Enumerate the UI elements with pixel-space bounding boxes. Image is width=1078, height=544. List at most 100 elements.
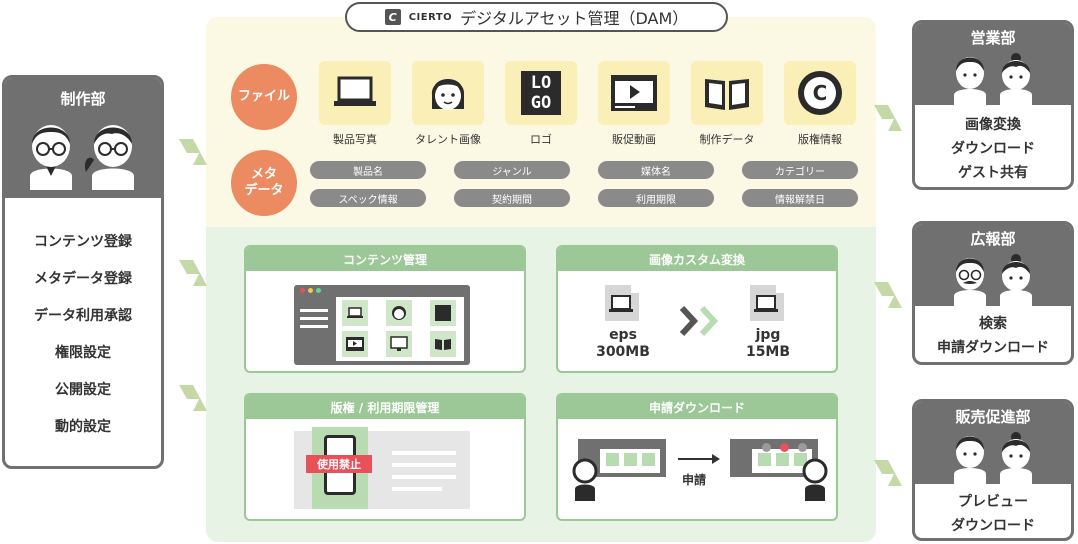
- feature-title: 申請ダウンロード: [558, 395, 836, 419]
- browser-window-illustration: [294, 285, 470, 365]
- dept-avatars: [915, 53, 1071, 105]
- file-label: 版権情報: [798, 133, 842, 146]
- file-tile-talent-image: タレント画像: [411, 61, 485, 147]
- logo-icon-text-1: LO: [530, 73, 552, 93]
- thumb-face-icon: [386, 300, 412, 326]
- source-format: eps: [609, 327, 637, 343]
- file-label: ロゴ: [530, 133, 552, 146]
- lightning-connector-icon: [179, 139, 207, 165]
- book-icon: [705, 79, 749, 110]
- dept-function: ダウンロード: [951, 141, 1035, 157]
- dept-functions: プレビュー ダウンロード: [915, 484, 1071, 538]
- feature-rights-management: 版権 / 利用期限管理 使用禁止: [244, 393, 526, 521]
- dept-function: 申請ダウンロード: [937, 340, 1049, 356]
- file-label: タレント画像: [415, 133, 481, 146]
- cierto-logo-icon: C: [384, 9, 401, 25]
- dept-promotion: 販売促進部 プレビュー ダウンロード: [912, 399, 1074, 541]
- meta-pill: 契約期間: [454, 189, 570, 207]
- brand-name: CIERTO: [408, 11, 453, 23]
- feature-request-download: 申請ダウンロード 申請: [556, 393, 838, 521]
- feature-image-convert: 画像カスタム変換 eps 300MB jpg 15MB: [556, 245, 838, 373]
- file-tile-product-photo: 製品写真: [318, 61, 392, 147]
- dept-avatars: [5, 120, 161, 198]
- source-size: 300MB: [596, 344, 650, 360]
- approver-avatar-icon: [802, 458, 828, 501]
- eps-file-icon: [605, 285, 639, 321]
- person-glasses-icon: [30, 125, 72, 190]
- file-tile-promo-video: 販促動画: [597, 61, 671, 147]
- double-chevron-right-icon: [679, 305, 719, 337]
- files-label: ファイル: [237, 89, 290, 105]
- lightning-connector-icon: [179, 385, 207, 411]
- person-icon: [954, 57, 986, 105]
- logo-icon: LO GO: [521, 71, 561, 115]
- person-glasses-ponytail-icon: [84, 125, 134, 190]
- file-label: 販促動画: [612, 133, 656, 146]
- dept-production: 制作部 コンテンツ登録 メタデータ登録 データ利用承認 権限設定 公開設定 動的…: [2, 75, 164, 469]
- apply-label: 申請: [682, 473, 707, 487]
- dept-function: プレビュー: [958, 494, 1028, 510]
- thumb-monitor-icon: [386, 331, 412, 357]
- lightning-connector-icon: [874, 282, 902, 308]
- dept-function: コンテンツ登録: [34, 234, 132, 250]
- file-label: 製品写真: [333, 133, 377, 146]
- meta-pill: ジャンル: [454, 161, 570, 179]
- dept-functions: コンテンツ登録 メタデータ登録 データ利用承認 権限設定 公開設定 動的設定: [5, 198, 161, 446]
- metadata-label-line1: メタ: [250, 167, 277, 183]
- lightning-connector-icon: [874, 105, 902, 131]
- feature-title: 画像カスタム変換: [558, 247, 836, 271]
- dept-function: 権限設定: [55, 345, 111, 361]
- metadata-circle: メタ データ: [231, 150, 297, 216]
- check-icon: [798, 443, 807, 452]
- requester-avatar-icon: [572, 458, 598, 501]
- target-format: jpg: [755, 327, 781, 343]
- laptop-icon: [334, 76, 376, 106]
- file-tile-production-data: 制作データ: [690, 61, 764, 147]
- thumb-video-icon: [342, 331, 368, 357]
- jpg-file-icon: [750, 285, 784, 321]
- person-glasses-mustache-icon: [954, 258, 986, 306]
- meta-pill: カテゴリー: [742, 161, 858, 179]
- feature-title: コンテンツ管理: [246, 247, 524, 271]
- dept-function: ダウンロード: [951, 518, 1035, 534]
- video-icon: [611, 75, 657, 111]
- file-tile-copyright-info: C 版権情報: [783, 61, 857, 147]
- dept-avatars: [915, 254, 1071, 306]
- thumb-laptop-icon: [342, 300, 368, 326]
- person-bun-icon: [1000, 432, 1032, 484]
- lightning-connector-icon: [179, 260, 207, 286]
- face-icon: [431, 79, 465, 110]
- meta-pill: 製品名: [310, 161, 426, 179]
- dept-function: 画像変換: [965, 117, 1021, 133]
- dept-avatars: [915, 432, 1071, 484]
- reject-icon: [780, 443, 789, 452]
- dept-title: 販売促進部: [915, 402, 1071, 432]
- person-bun-icon: [1000, 53, 1032, 105]
- dept-title: 制作部: [5, 78, 161, 120]
- copyright-icon: C: [798, 71, 842, 115]
- dept-title: 広報部: [915, 224, 1071, 254]
- meta-pill: 利用期限: [598, 189, 714, 207]
- person-bun-icon: [1000, 254, 1032, 306]
- dept-function: メタデータ登録: [34, 271, 132, 287]
- dept-functions: 画像変換 ダウンロード ゲスト共有: [915, 105, 1071, 185]
- logo-icon-text-2: GO: [530, 93, 552, 113]
- meta-pill: 媒体名: [598, 161, 714, 179]
- dept-pr: 広報部 検索 申請ダウンロード: [912, 221, 1074, 365]
- thumb-logo-icon: [430, 300, 456, 326]
- dept-function: 動的設定: [55, 419, 111, 435]
- dept-function: 検索: [979, 316, 1007, 332]
- copyright-letter: C: [804, 77, 836, 109]
- dept-functions: 検索 申請ダウンロード: [915, 306, 1071, 360]
- target-size: 15MB: [745, 344, 791, 360]
- thumb-book-icon: [430, 331, 456, 357]
- files-circle: ファイル: [231, 64, 297, 130]
- dept-title: 営業部: [915, 23, 1071, 53]
- feature-contents-management: コンテンツ管理: [244, 245, 526, 373]
- person-icon: [954, 436, 986, 484]
- dam-title: C CIERTO デジタルアセット管理（DAM）: [345, 2, 728, 32]
- arrow-right-icon: [678, 454, 720, 464]
- lightning-connector-icon: [874, 460, 902, 486]
- check-icon: [762, 443, 771, 452]
- dept-function: ゲスト共有: [958, 165, 1028, 181]
